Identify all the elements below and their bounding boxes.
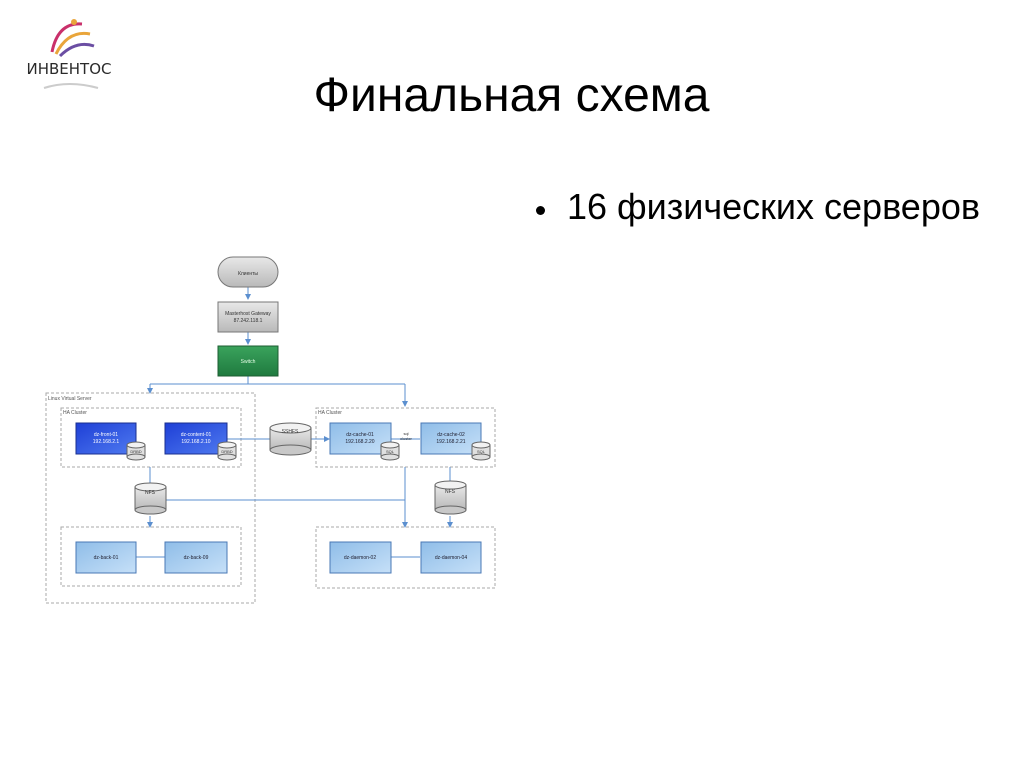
drbd-disk-icon [217, 441, 237, 461]
gateway-label-2: 87.242.118.1 [234, 318, 263, 324]
bullet-text: 16 физических серверов [567, 186, 980, 227]
slide-title: Финальная схема [313, 69, 710, 122]
sql-cluster-label-2: cluster [400, 436, 412, 441]
switch-label: Switch [241, 359, 256, 365]
sshfs-disk-icon [269, 422, 312, 456]
ha-cluster-left [60, 407, 242, 468]
content-label-2: 192.168.2.10 [181, 439, 210, 445]
logo-swirl-icon [43, 19, 99, 89]
front-label-2: 192.168.2.1 [93, 439, 120, 445]
company-logo: ИНВЕНТОС [22, 12, 116, 94]
drbd-label-2: DRBD [221, 449, 232, 454]
back9-label: dz-back-09 [184, 555, 209, 561]
switch-node [217, 345, 279, 377]
cache-server-2 [420, 422, 482, 455]
drbd-label-1: DRBD [130, 449, 141, 454]
ha-right-label: HA Cluster [318, 410, 342, 416]
daemon-server-4 [420, 541, 482, 574]
daemon2-label: dz-daemon-02 [344, 555, 376, 561]
cache1-label-2: 192.168.2.20 [345, 439, 374, 445]
nfs-disk-icon [434, 480, 467, 515]
nfs-disk-icon [134, 482, 167, 515]
gateway-label-1: Masterhost Gateway [225, 311, 271, 317]
lvs-label: Linux Virtual Server [48, 396, 92, 402]
sql-disk-icon [380, 441, 400, 461]
nfs-right-label: NFS [445, 489, 456, 495]
sql-disk-icon [471, 441, 491, 461]
front-server [75, 422, 137, 455]
content-server [164, 422, 228, 455]
back1-label: dz-back-01 [94, 555, 119, 561]
content-label-1: dz-content-01 [181, 432, 212, 438]
logo-text: ИНВЕНТОС [26, 60, 112, 78]
gateway-node [217, 301, 279, 333]
daemon-server-2 [329, 541, 392, 574]
sql-label-2: SQL [477, 449, 486, 454]
cache1-label-1: dz-cache-01 [346, 432, 374, 438]
bullet-list: 16 физических серверов [530, 185, 1000, 229]
clients-node [217, 256, 279, 288]
bullet-item: 16 физических серверов [530, 185, 1000, 229]
back-server-9 [164, 541, 228, 574]
daemon4-label: dz-daemon-04 [435, 555, 467, 561]
network-diagram: Linux Virtual Server HA Cluster HA Clust… [45, 256, 496, 604]
drbd-disk-icon [126, 441, 146, 461]
cache2-label-2: 192.168.2.21 [436, 439, 465, 445]
lvs-container [45, 392, 256, 604]
sql-cluster-label-1: sql [403, 431, 408, 436]
sql-label-1: SQL [386, 449, 395, 454]
sshfs-label: SSHFS [282, 429, 299, 435]
back-server-1 [75, 541, 137, 574]
ha-left-label: HA Cluster [63, 410, 87, 416]
front-label-1: dz-front-01 [94, 432, 118, 438]
bullet-dot-icon [536, 206, 545, 215]
clients-label: Клиенты [238, 271, 258, 277]
nfs-left-label: NFS [145, 490, 156, 496]
cache2-label-1: dz-cache-02 [437, 432, 465, 438]
